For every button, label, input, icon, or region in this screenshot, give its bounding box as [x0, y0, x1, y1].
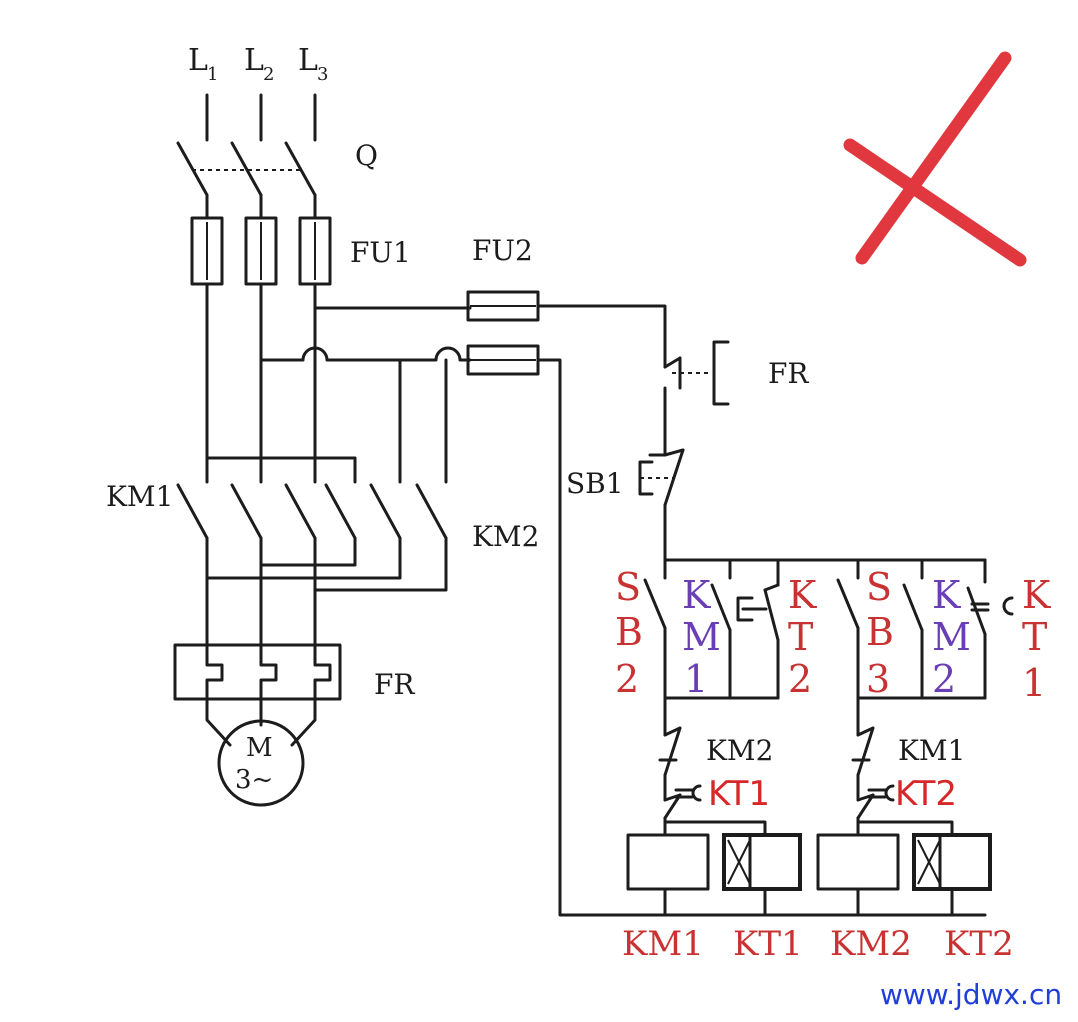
kt2-contact-label: K T 2 — [788, 573, 817, 701]
sb1-label: SB1 — [566, 467, 624, 500]
fuse-fu2-label: FU2 — [472, 234, 533, 267]
svg-text:M: M — [932, 615, 971, 659]
reverse-crossover — [205, 536, 448, 592]
svg-text:2: 2 — [788, 657, 812, 701]
watermark: www.jdwx.cn — [880, 978, 1063, 1011]
stop-button-sb1: SB1 — [566, 448, 685, 562]
kt1-contact-label: K T 1 — [1022, 573, 1051, 705]
svg-text:2: 2 — [932, 657, 956, 701]
motor-phase-label: 3~ — [235, 765, 273, 795]
svg-text:T: T — [1022, 615, 1047, 659]
svg-text:K: K — [932, 573, 961, 617]
svg-text:K: K — [788, 573, 817, 617]
km2-aux-label: K M 2 — [932, 573, 971, 701]
motor: M 3~ — [217, 719, 305, 807]
phase-sub-1: 1 — [207, 64, 218, 85]
svg-text:T: T — [788, 615, 813, 659]
control-circuit: FU2 FR SB1 — [466, 234, 1051, 964]
right-interlock: KM1 KT2 — [851, 726, 965, 837]
km1-main-contacts: KM1 — [106, 480, 317, 540]
svg-text:2: 2 — [615, 657, 639, 701]
svg-text:B: B — [615, 610, 643, 654]
fr-nc-contact: FR — [663, 340, 809, 457]
power-circuit: L 1 L 2 L 3 Q — [106, 43, 539, 807]
svg-text:1: 1 — [1022, 661, 1046, 705]
coil-label-kt2: KT2 — [944, 924, 1014, 964]
km1-aux-label: K M 1 — [682, 573, 721, 701]
coil-label-km1: KM1 — [622, 924, 704, 964]
coil-km1 — [626, 833, 710, 917]
left-interlock-label: KM2 — [706, 734, 773, 767]
control-taps — [259, 306, 472, 362]
thermal-overload-fr: FR — [173, 643, 415, 701]
coil-kt2 — [912, 833, 992, 917]
right-interlock-label: KM1 — [898, 734, 965, 767]
km1-label: KM1 — [106, 480, 173, 513]
main-switch-q: Q — [176, 139, 378, 197]
left-timer-label: KT1 — [708, 774, 770, 814]
svg-text:S: S — [866, 565, 892, 609]
wrong-mark-icon — [843, 51, 1027, 267]
sb2-label: S B 2 — [615, 565, 643, 701]
control-fuses-fu2: FU2 — [466, 234, 540, 376]
phase-sub-3: 3 — [317, 64, 328, 85]
motor-label: M — [246, 733, 273, 763]
main-fuses-fu1: FU1 — [190, 216, 411, 286]
svg-text:1: 1 — [684, 657, 708, 701]
coil-labels: KM1 KT1 KM2 KT2 — [622, 924, 1014, 964]
phase-sub-2: 2 — [263, 64, 274, 85]
km2-main-contacts: KM2 — [324, 483, 539, 553]
control-feed-line — [536, 304, 667, 362]
svg-text:K: K — [682, 573, 711, 617]
sb3-label: S B 3 — [866, 565, 894, 701]
phase-label-l3: L — [298, 43, 318, 78]
right-start-branch — [836, 558, 1014, 737]
svg-text:S: S — [615, 565, 641, 609]
switch-q-label: Q — [355, 139, 378, 172]
coil-km2 — [816, 833, 900, 917]
overload-fr-label: FR — [374, 668, 415, 701]
fuse-fu1-label: FU1 — [350, 236, 411, 269]
fr-contact-label: FR — [768, 357, 809, 390]
reverse-bus — [205, 358, 448, 484]
svg-text:M: M — [682, 615, 721, 659]
phase-label-l1: L — [188, 43, 208, 78]
control-return-line — [536, 358, 987, 917]
left-start-branch — [643, 558, 780, 737]
left-interlock: KM2 KT1 — [658, 726, 773, 837]
coil-label-km2: KM2 — [830, 924, 912, 964]
svg-text:B: B — [866, 610, 894, 654]
right-timer-label: KT2 — [895, 774, 957, 814]
coil-label-kt1: KT1 — [733, 924, 803, 964]
svg-text:3: 3 — [866, 657, 890, 701]
coil-kt1 — [722, 833, 802, 917]
svg-text:K: K — [1022, 573, 1051, 617]
phase-label-l2: L — [244, 43, 264, 78]
phase-labels: L 1 L 2 L 3 — [188, 43, 328, 85]
km2-label: KM2 — [472, 520, 539, 553]
